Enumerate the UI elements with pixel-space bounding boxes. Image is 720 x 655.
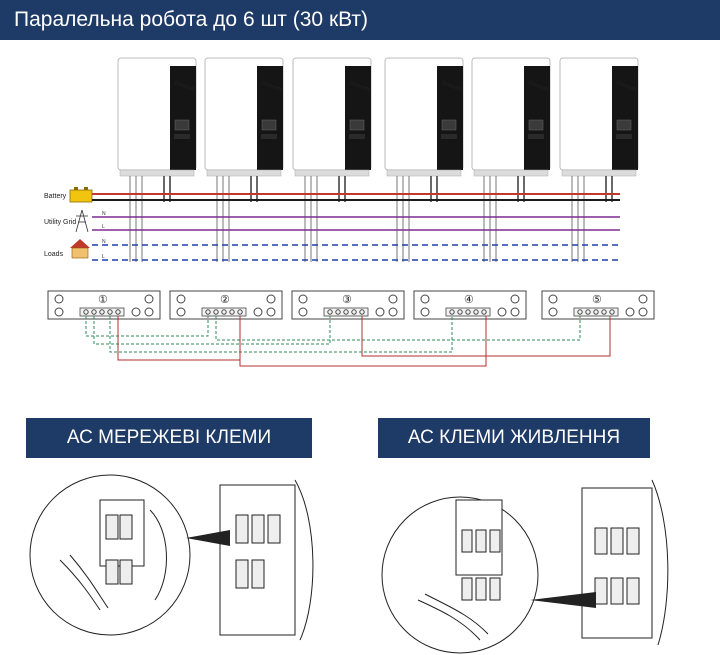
loads-label: Loads xyxy=(44,251,64,258)
inverter-2 xyxy=(204,57,284,177)
utility-grid-bus: N L Utility Grid xyxy=(44,209,620,233)
parallel-boards: ① ② ③ ④ ⑤ xyxy=(47,290,655,320)
board-number-2: ② xyxy=(220,294,230,306)
house-icon xyxy=(70,239,90,259)
section-label-ac-power-terminals: АС КЛЕМИ ЖИВЛЕННЯ xyxy=(378,418,650,458)
load-l-mark: L xyxy=(102,254,105,260)
grid-n-mark: N xyxy=(102,211,106,217)
board-number-4: ④ xyxy=(464,294,474,306)
inverter-6 xyxy=(559,57,639,177)
board-number-1: ① xyxy=(98,294,108,306)
utility-grid-label: Utility Grid xyxy=(44,219,76,226)
ac-grid-terminal-illustration xyxy=(29,474,314,641)
inverter-1 xyxy=(117,57,197,177)
loads-bus: N L Loads xyxy=(44,239,620,261)
inverter-5 xyxy=(471,57,551,177)
inverter-drops xyxy=(129,176,613,262)
inverter-4 xyxy=(384,57,464,177)
parallel-links xyxy=(85,316,611,367)
grid-l-mark: L xyxy=(102,224,105,230)
battery-icon xyxy=(69,189,93,203)
inverter-3 xyxy=(292,57,372,177)
battery-bus: Battery xyxy=(44,187,620,203)
utility-pylon-icon xyxy=(75,209,89,233)
battery-label: Battery xyxy=(44,193,67,200)
board-number-3: ③ xyxy=(342,294,352,306)
section-label-ac-grid-terminals: АС МЕРЕЖЕВІ КЛЕМИ xyxy=(26,418,312,458)
page-title: Паралельна робота до 6 шт (30 кВт) xyxy=(0,0,720,40)
inverter-row: Growatt Growatt Growatt Growatt Growatt … xyxy=(117,57,639,177)
board-number-5: ⑤ xyxy=(592,294,602,306)
load-n-mark: N xyxy=(102,239,106,245)
ac-power-terminal-illustration xyxy=(381,479,669,654)
